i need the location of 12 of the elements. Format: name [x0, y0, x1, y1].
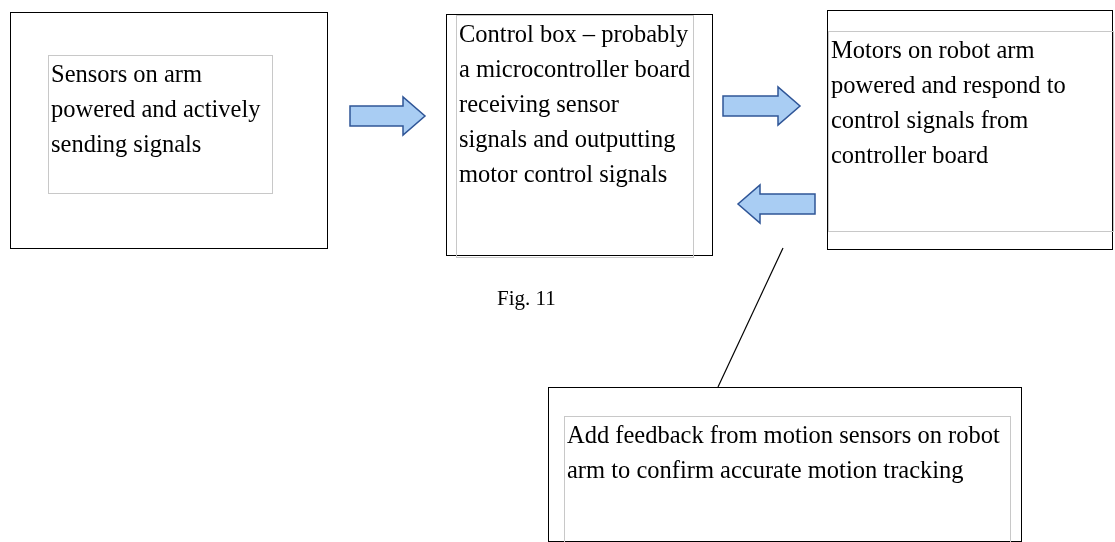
block-arrow — [736, 183, 816, 225]
outline-box — [10, 12, 328, 249]
figure-caption: Fig. 11 — [497, 285, 556, 312]
outline-box — [548, 387, 1022, 542]
block-arrow — [349, 95, 427, 137]
text-box: Motors on robot arm powered and respond to control signals from controller board — [828, 31, 1114, 232]
text-box: Control box – probably a microcontroller board receiving sensor signals and outputting motor control signals — [456, 15, 694, 258]
outline-box — [827, 10, 1113, 250]
text-box: Add feedback from motion sensors on robot arm to confirm accurate motion tracking — [564, 416, 1011, 542]
block-arrow — [722, 85, 802, 127]
text-box: Sensors on arm powered and actively sending signals — [48, 55, 273, 194]
leader-line — [717, 247, 784, 388]
